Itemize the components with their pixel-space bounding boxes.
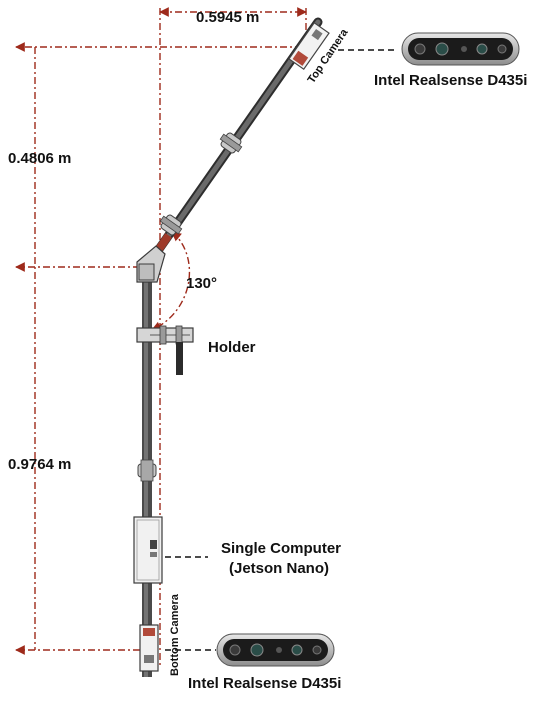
computer-enclosure (133, 516, 163, 584)
holder-label: Holder (208, 339, 256, 356)
pole-coupler (137, 459, 157, 482)
camera-image-top (401, 32, 520, 66)
dimension-lines (15, 7, 307, 665)
callout-lines (165, 49, 398, 651)
arm-coupler-lower (159, 214, 183, 236)
upper-height-label: 0.4806 m (8, 150, 71, 167)
computer-label-line2: (Jetson Nano) (229, 560, 329, 577)
main-pole (136, 245, 166, 677)
upper-arm (145, 17, 323, 267)
camera-model-top-label: Intel Realsense D435i (374, 72, 527, 89)
arm-coupler-upper (219, 132, 243, 154)
width-dimension-label: 0.5945 m (196, 9, 259, 26)
camera-model-bottom-label: Intel Realsense D435i (188, 675, 341, 692)
top-camera-mount (288, 21, 330, 71)
holder-assembly (136, 325, 194, 375)
angle-arc (151, 231, 191, 331)
bottom-camera-mount (139, 624, 159, 672)
elbow-joint (136, 245, 166, 283)
angle-label: 130° (186, 275, 217, 292)
camera-image-bottom (216, 633, 335, 667)
bottom-camera-label: Bottom Camera (169, 593, 181, 676)
computer-label-line1: Single Computer (221, 540, 341, 557)
lower-height-label: 0.9764 m (8, 456, 71, 473)
